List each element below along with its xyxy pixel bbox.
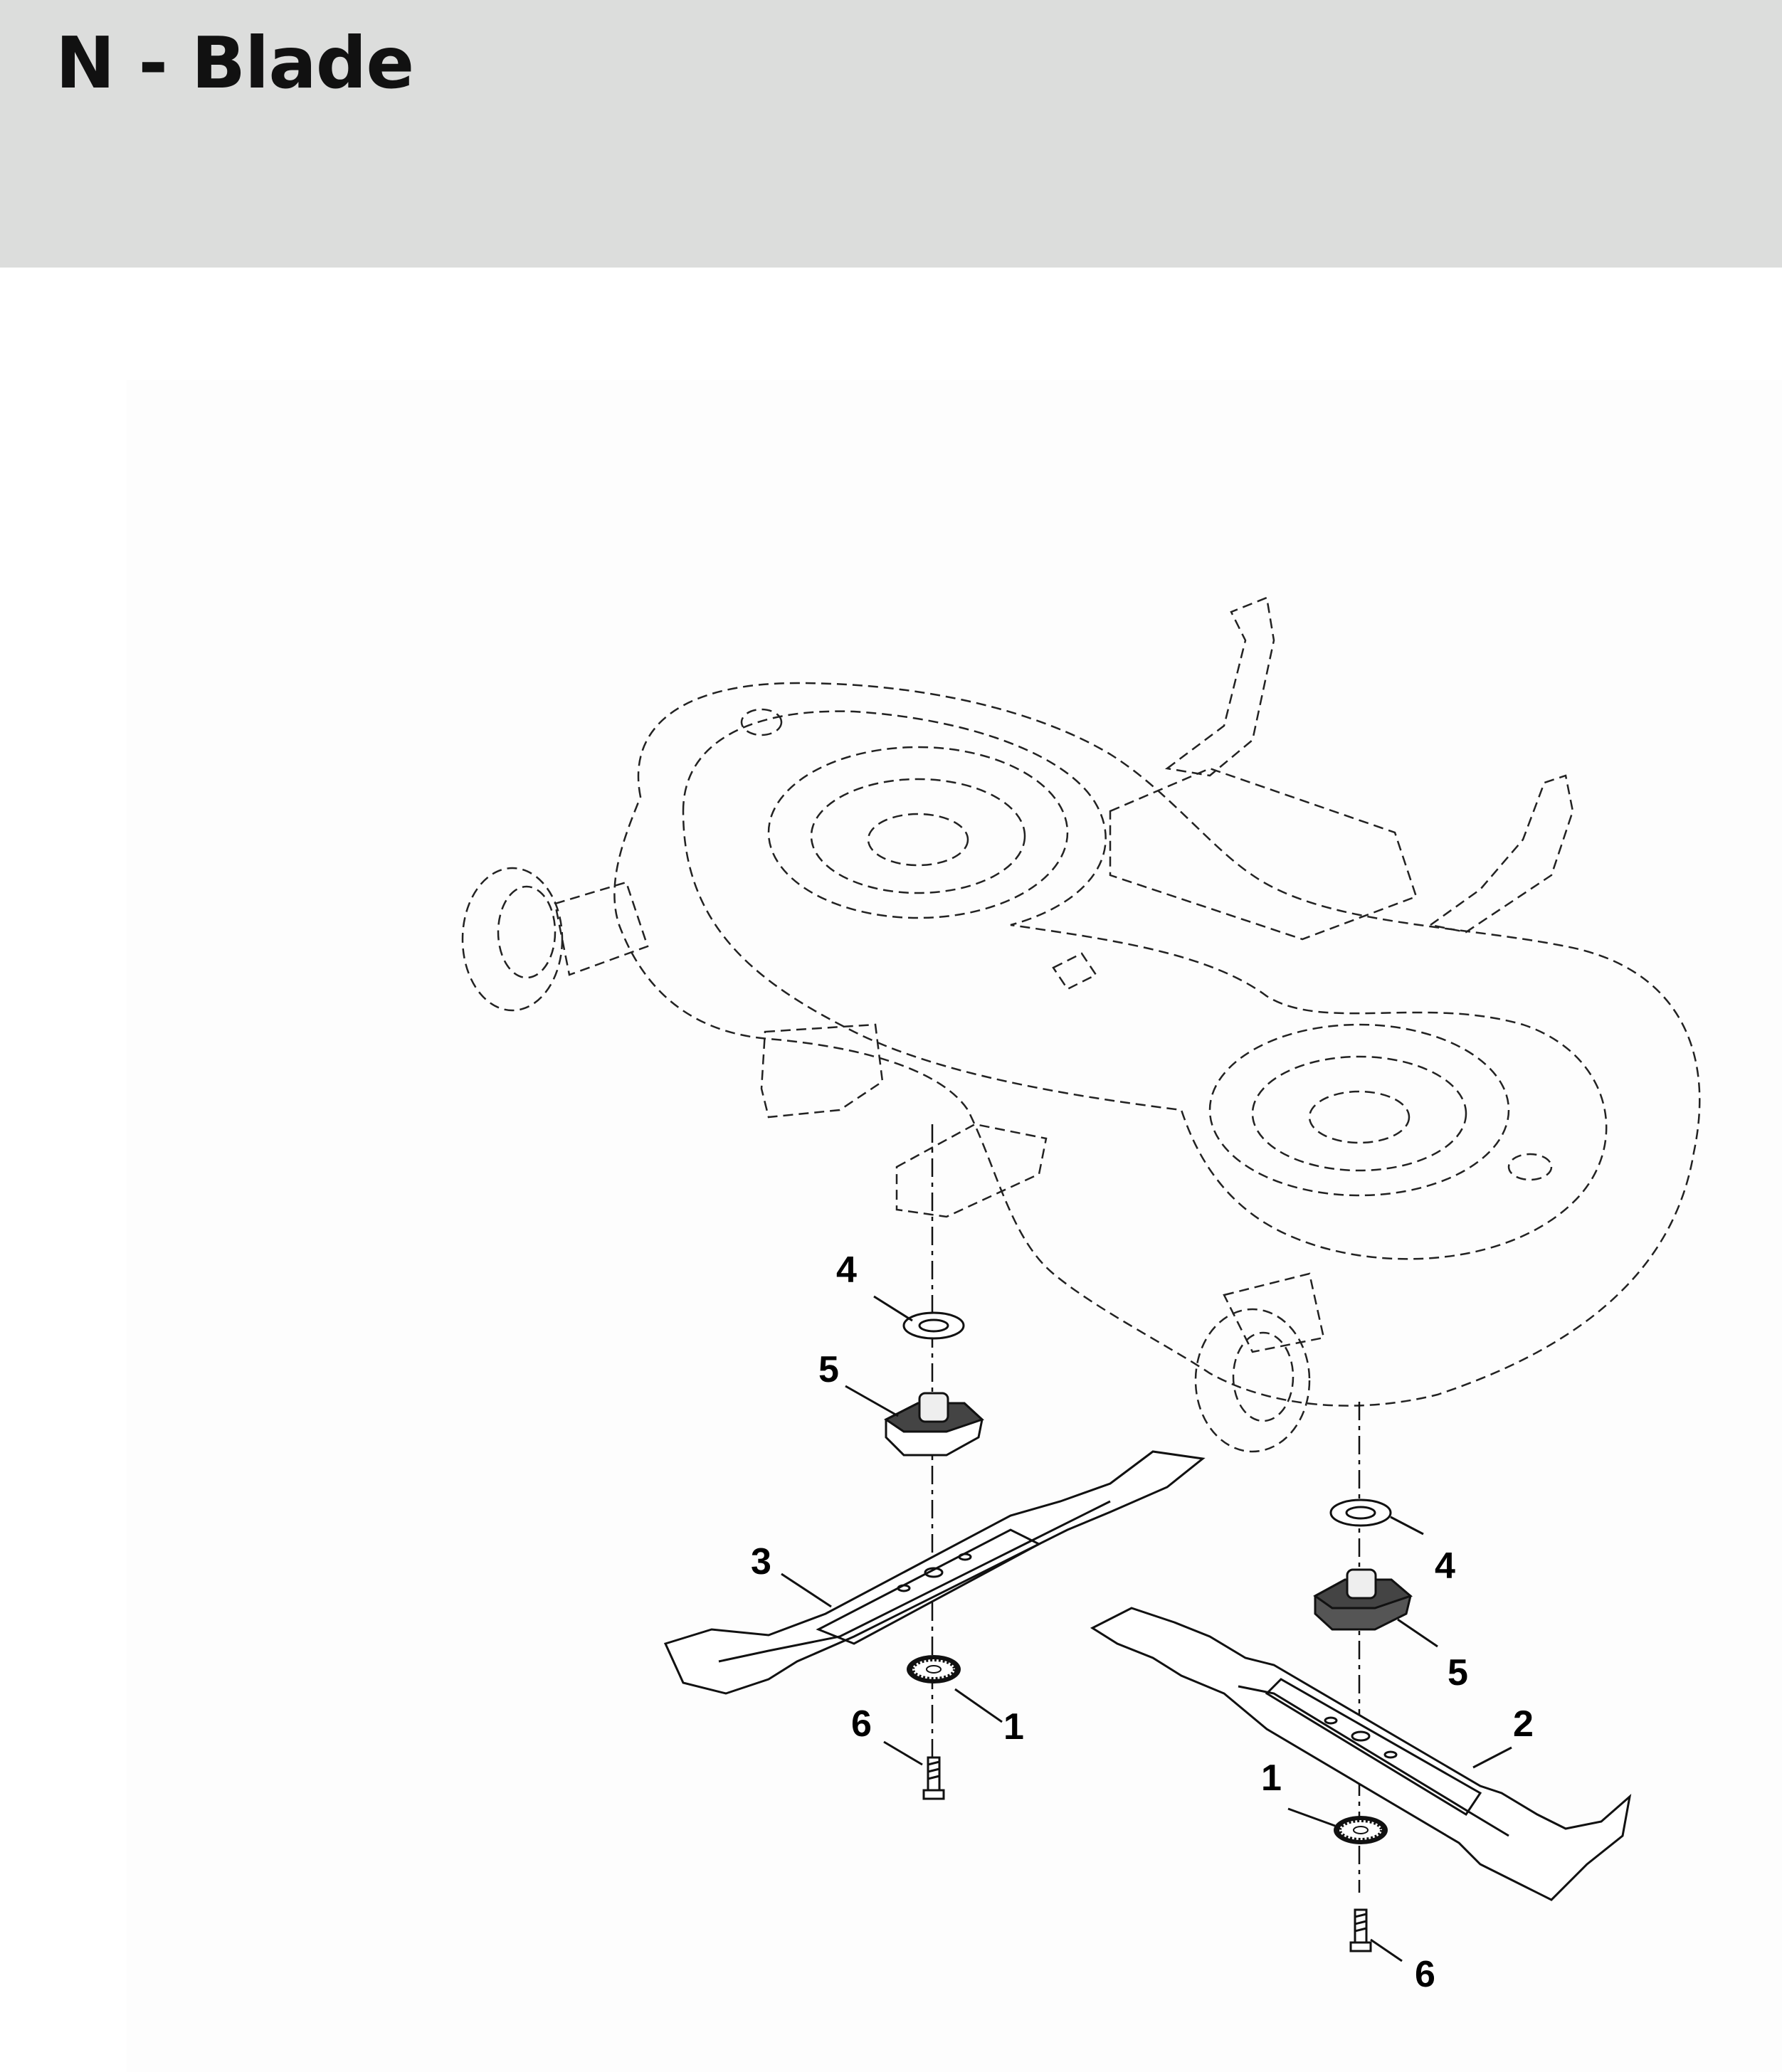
bolt-left (922, 1756, 945, 1800)
page-title: N - Blade (56, 21, 414, 105)
mower-deck (461, 596, 1701, 1453)
blade-left (663, 1450, 1206, 1695)
callout-4-right: 4 (1435, 1545, 1455, 1587)
blade-right (1090, 1607, 1632, 1901)
lock-washer-right (1334, 1816, 1388, 1844)
washer-left (902, 1311, 965, 1340)
leader-lines (781, 1295, 1512, 1962)
page-header: N - Blade (0, 0, 1782, 268)
callout-4-left: 4 (836, 1249, 857, 1291)
drawing-area (127, 380, 1782, 2072)
callout-1-right: 1 (1261, 1758, 1282, 1799)
bolt-right (1349, 1908, 1372, 1952)
washer-right (1329, 1498, 1392, 1527)
callout-5-left: 5 (818, 1349, 839, 1390)
callout-6-right: 6 (1415, 1954, 1435, 1995)
lock-washer-left (907, 1655, 961, 1684)
spindle-adapter-left (884, 1392, 984, 1457)
callout-6-left: 6 (851, 1703, 872, 1745)
spindle-adapter-right (1313, 1568, 1413, 1631)
callout-2: 2 (1513, 1703, 1534, 1745)
callout-1-left: 1 (1003, 1706, 1024, 1748)
callout-5-right: 5 (1448, 1652, 1468, 1693)
callout-3: 3 (751, 1541, 771, 1582)
